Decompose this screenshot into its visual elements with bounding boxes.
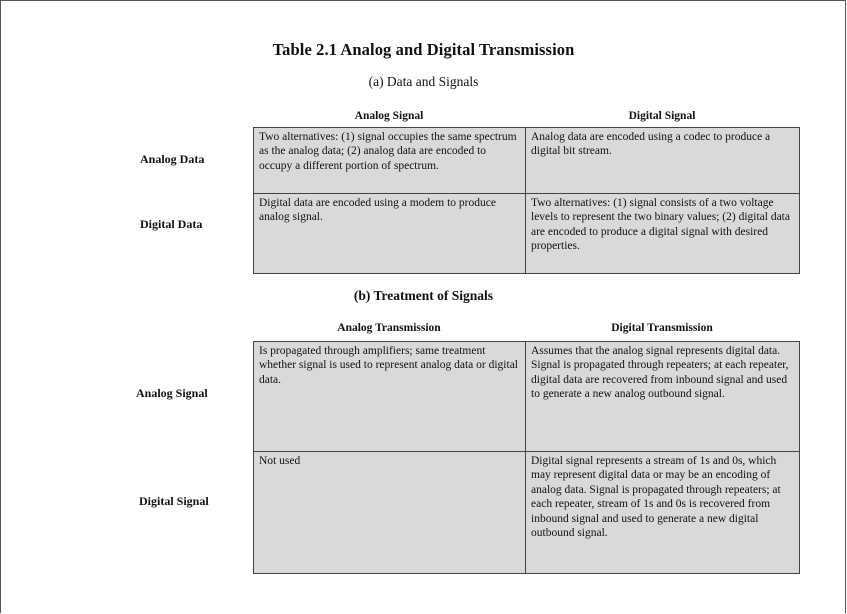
table-cell: Digital data are encoded using a modem t… (253, 193, 526, 274)
row-header-analog-data: Analog Data (140, 152, 205, 166)
table-cell: Analog data are encoded using a codec to… (525, 127, 800, 194)
table-row: Is propagated through amplifiers; same t… (253, 341, 800, 452)
subtitle-treatment-of-signals: (b) Treatment of Signals (353, 288, 494, 303)
table-cell: Not used (253, 451, 526, 574)
row-header-digital-data: Digital Data (140, 217, 203, 231)
row-header-digital-signal: Digital Signal (139, 494, 209, 508)
table-row: Not used Digital signal represents a str… (253, 451, 800, 574)
column-header-analog-signal: Analog Signal (354, 110, 424, 122)
table-cell: Two alternatives: (1) signal consists of… (525, 193, 800, 274)
table-cell: Is propagated through amplifiers; same t… (253, 341, 526, 452)
column-header-digital-signal: Digital Signal (628, 110, 696, 122)
data-and-signals-table: Two alternatives: (1) signal occupies th… (253, 127, 800, 274)
table-cell: Assumes that the analog signal represent… (525, 341, 800, 452)
table-title: Table 2.1 Analog and Digital Transmissio… (272, 40, 575, 59)
table-cell: Digital signal represents a stream of 1s… (525, 451, 800, 574)
treatment-of-signals-table: Is propagated through amplifiers; same t… (253, 341, 800, 574)
subtitle-data-and-signals: (a) Data and Signals (368, 74, 479, 89)
table-cell: Two alternatives: (1) signal occupies th… (253, 127, 526, 194)
table-row: Digital data are encoded using a modem t… (253, 193, 800, 274)
row-header-analog-signal: Analog Signal (136, 386, 208, 400)
table-row: Two alternatives: (1) signal occupies th… (253, 127, 800, 194)
column-header-analog-transmission: Analog Transmission (337, 322, 441, 334)
column-header-digital-transmission: Digital Transmission (611, 322, 713, 334)
